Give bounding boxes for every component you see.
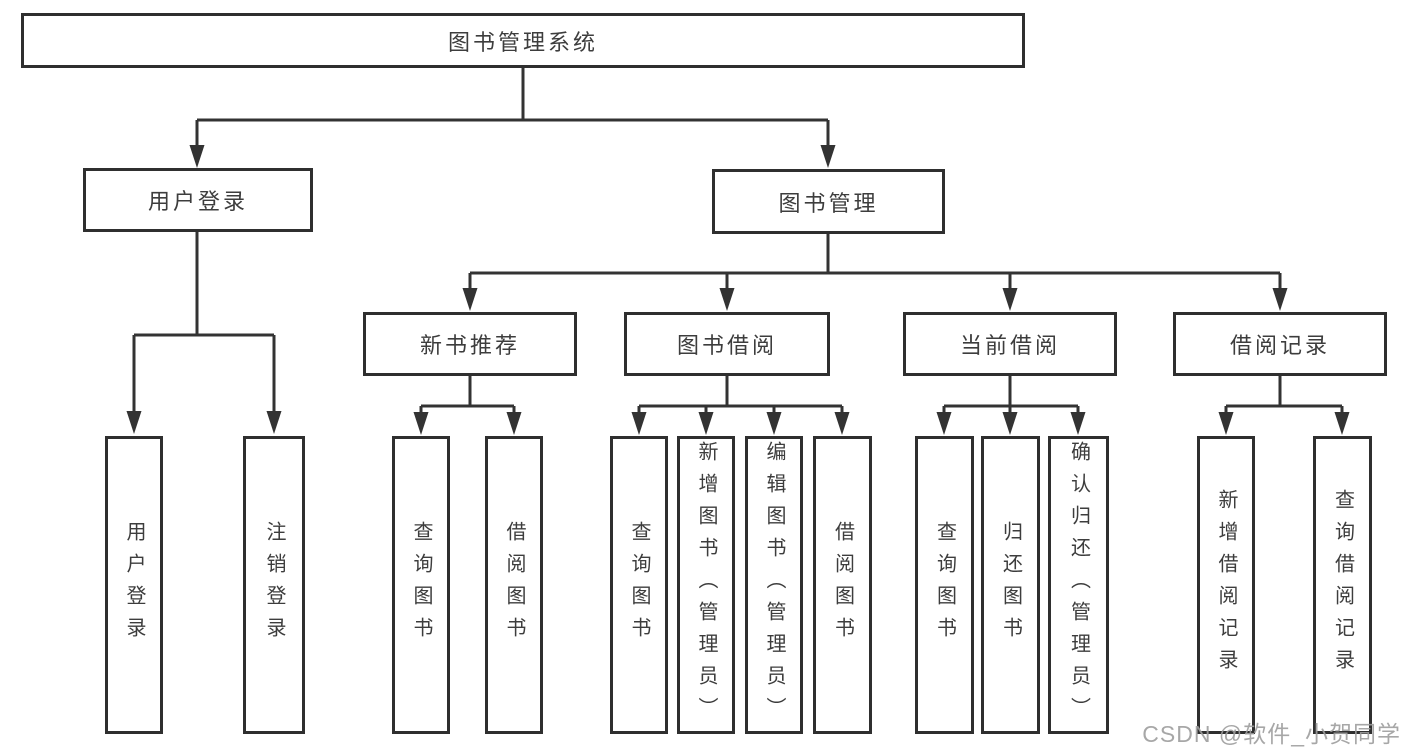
node-label: 用户登录 — [147, 189, 248, 214]
arrowhead — [266, 411, 282, 434]
leaf-query-book-1: 查询图书 — [392, 436, 450, 734]
node-label: 新增图书（管理员） — [695, 441, 717, 729]
node-user-login: 用户登录 — [83, 168, 313, 232]
arrowhead — [820, 145, 836, 168]
node-label: 新书推荐 — [419, 333, 520, 358]
node-label: 借阅记录 — [1229, 333, 1330, 358]
arrowhead — [834, 412, 850, 435]
node-label: 图书管理 — [778, 190, 879, 216]
arrowhead — [698, 412, 714, 435]
node-label: 图书借阅 — [676, 333, 777, 358]
leaf-add-book-admin: 新增图书（管理员） — [677, 436, 735, 734]
arrowhead — [1002, 288, 1018, 311]
node-label: 注销登录 — [263, 521, 285, 649]
node-label: 借阅图书 — [831, 521, 854, 649]
leaf-logout: 注销登录 — [243, 436, 305, 734]
node-label: 确认归还（管理员） — [1067, 441, 1090, 729]
arrowhead — [1218, 412, 1234, 435]
node-current-borrow: 当前借阅 — [903, 312, 1117, 376]
connector-stems — [132, 68, 1344, 415]
node-label: 查询图书 — [628, 521, 650, 649]
leaf-add-borrow-record: 新增借阅记录 — [1197, 436, 1255, 734]
node-label: 查询图书 — [410, 521, 432, 649]
leaf-borrow-book-1: 借阅图书 — [485, 436, 543, 734]
arrowhead — [126, 411, 142, 434]
arrowhead — [1272, 288, 1288, 311]
arrowhead — [1334, 412, 1350, 435]
arrowhead — [631, 412, 647, 435]
leaf-query-book-2: 查询图书 — [610, 436, 668, 734]
arrowhead — [766, 412, 782, 435]
leaf-query-borrow-record: 查询借阅记录 — [1313, 436, 1372, 734]
leaf-confirm-return-admin: 确认归还（管理员） — [1048, 436, 1109, 734]
arrowhead — [189, 145, 205, 168]
leaf-return-book: 归还图书 — [981, 436, 1040, 734]
arrowhead — [1070, 412, 1086, 435]
node-label: 用户登录 — [123, 521, 145, 649]
arrowhead — [936, 412, 952, 435]
csdn-watermark: CSDN @软件_小贺同学 — [1142, 721, 1401, 747]
leaf-edit-book-admin: 编辑图书（管理员） — [745, 436, 803, 734]
arrowhead — [462, 288, 478, 311]
arrowhead — [413, 412, 429, 435]
leaf-query-book-3: 查询图书 — [915, 436, 974, 734]
node-label: 当前借阅 — [959, 333, 1060, 358]
node-label: 图书管理系统 — [447, 29, 598, 55]
node-book-management: 图书管理 — [712, 169, 945, 234]
arrowhead — [719, 288, 735, 311]
node-label: 查询图书 — [933, 521, 956, 649]
node-new-book-recommend: 新书推荐 — [363, 312, 577, 376]
node-label: 查询借阅记录 — [1331, 489, 1354, 681]
arrowhead — [1002, 412, 1018, 435]
node-book-borrow: 图书借阅 — [624, 312, 830, 376]
leaf-borrow-book-2: 借阅图书 — [813, 436, 872, 734]
arrowhead — [506, 412, 522, 435]
node-label: 编辑图书（管理员） — [763, 441, 785, 729]
node-root: 图书管理系统 — [21, 13, 1025, 68]
node-label: 借阅图书 — [503, 521, 525, 649]
leaf-user-login: 用户登录 — [105, 436, 163, 734]
node-label: 归还图书 — [999, 521, 1022, 649]
node-label: 新增借阅记录 — [1215, 489, 1237, 681]
node-borrow-records: 借阅记录 — [1173, 312, 1387, 376]
